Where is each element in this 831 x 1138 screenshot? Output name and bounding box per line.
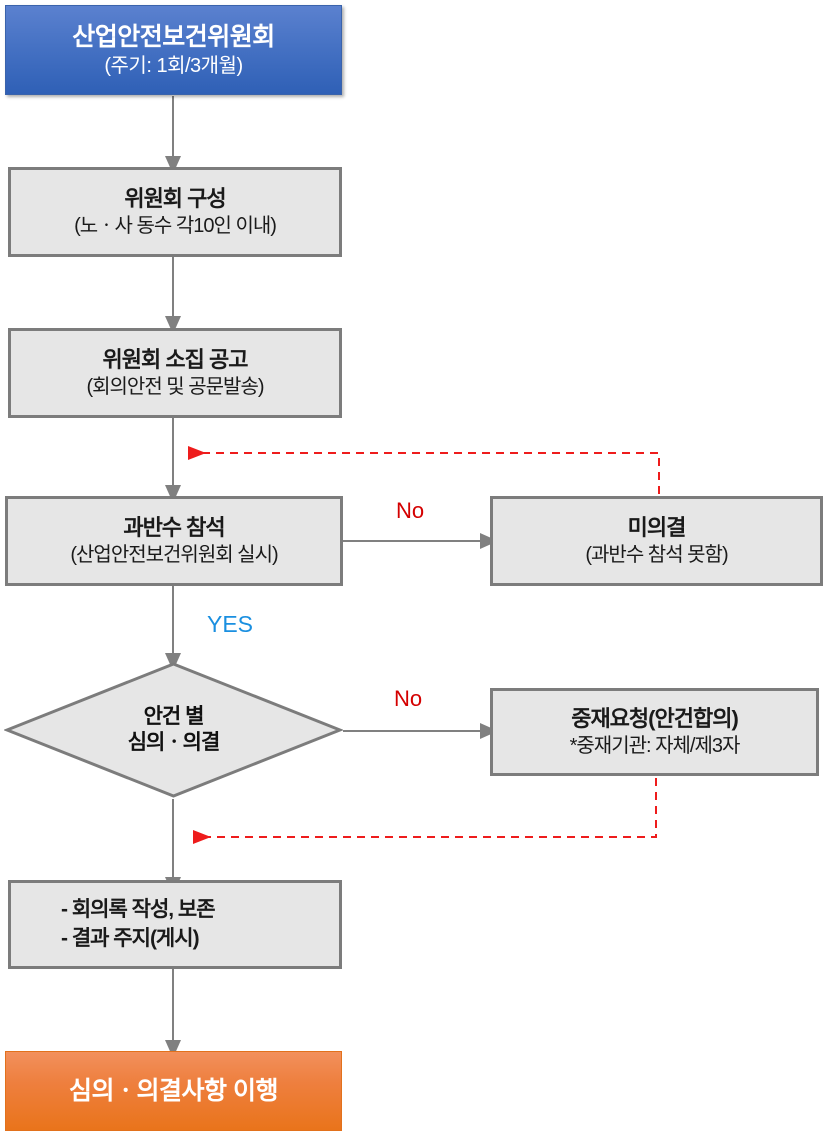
node-not-resolved-line1: 미의결	[627, 514, 687, 540]
node-committee-composition-line2: (노ㆍ사 동수 각10인 이내)	[74, 214, 277, 237]
edge-label-yes-majority: YES	[207, 611, 254, 637]
node-agenda-deliberation: 안건 별 심의ㆍ의결	[4, 661, 343, 799]
node-committee-title-line2: (주기: 1회/3개월)	[104, 55, 243, 78]
node-implementation: 심의ㆍ의결사항 이행	[5, 1051, 342, 1131]
node-majority-attendance: 과반수 참석 (산업안전보건위원회 실시)	[5, 496, 343, 586]
node-arbitration-request-line1: 중재요청(안건합의)	[571, 705, 739, 731]
node-arbitration-request-line2: *중재기관: 자체/제3자	[569, 734, 741, 757]
node-agenda-deliberation-line2: 심의ㆍ의결	[127, 731, 221, 754]
node-agenda-deliberation-line1: 안건 별	[143, 704, 205, 728]
node-committee-title: 산업안전보건위원회 (주기: 1회/3개월)	[5, 5, 342, 95]
node-minutes-record: - 회의록 작성, 보존 - 결과 주지(게시)	[8, 880, 342, 969]
feedback-notresolved-to-notice	[188, 446, 660, 494]
node-committee-title-line1: 산업안전보건위원회	[72, 22, 275, 51]
node-minutes-record-line1: - 회의록 작성, 보존	[61, 898, 216, 922]
node-committee-composition: 위원회 구성 (노ㆍ사 동수 각10인 이내)	[8, 167, 342, 257]
node-arbitration-request: 중재요청(안건합의) *중재기관: 자체/제3자	[490, 688, 819, 776]
node-convocation-notice-line1: 위원회 소집 공고	[102, 346, 249, 372]
node-not-resolved: 미의결 (과반수 참석 못함)	[490, 496, 823, 586]
node-not-resolved-line2: (과반수 참석 못함)	[585, 543, 728, 566]
node-convocation-notice-line2: (회의안전 및 공문발송)	[86, 375, 264, 398]
node-majority-attendance-line2: (산업안전보건위원회 실시)	[70, 543, 278, 566]
node-implementation-line1: 심의ㆍ의결사항 이행	[69, 1076, 278, 1105]
edge-label-no-deliberation: No	[394, 686, 423, 711]
node-majority-attendance-line1: 과반수 참석	[123, 514, 225, 540]
node-agenda-deliberation-label: 안건 별 심의ㆍ의결	[4, 661, 343, 799]
node-committee-composition-line1: 위원회 구성	[124, 185, 226, 211]
node-convocation-notice: 위원회 소집 공고 (회의안전 및 공문발송)	[8, 328, 342, 418]
node-minutes-record-line2: - 결과 주지(게시)	[61, 927, 200, 950]
edge-label-no-majority: No	[396, 498, 425, 523]
diamond-shape	[4, 662, 343, 798]
